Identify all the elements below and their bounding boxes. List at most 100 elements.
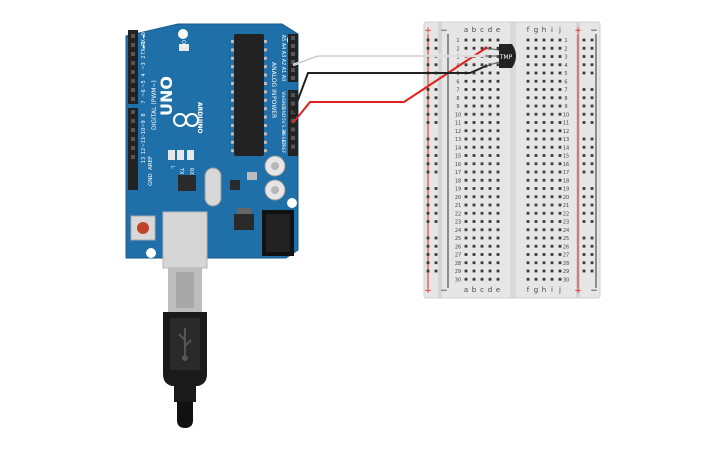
breadboard-hole[interactable] <box>488 236 492 240</box>
breadboard-hole[interactable] <box>488 129 492 133</box>
breadboard-hole[interactable] <box>480 170 484 174</box>
breadboard-hole[interactable] <box>464 137 468 141</box>
breadboard-hole[interactable] <box>550 203 554 207</box>
breadboard-hole[interactable] <box>480 46 484 50</box>
breadboard-hole[interactable] <box>488 261 492 265</box>
rail-hole[interactable] <box>582 104 586 108</box>
breadboard-hole[interactable] <box>550 55 554 58</box>
breadboard-hole[interactable] <box>542 203 546 207</box>
breadboard-hole[interactable] <box>480 220 484 223</box>
breadboard-hole[interactable] <box>542 187 546 190</box>
digital-pin-socket[interactable] <box>131 52 135 56</box>
rail-hole[interactable] <box>590 170 594 174</box>
rail-hole[interactable] <box>426 211 430 215</box>
breadboard-hole[interactable] <box>472 228 476 232</box>
rail-hole[interactable] <box>590 211 594 215</box>
rail-hole[interactable] <box>590 195 594 199</box>
rail-hole[interactable] <box>590 63 594 67</box>
breadboard-hole[interactable] <box>488 244 492 248</box>
breadboard-hole[interactable] <box>550 38 554 42</box>
rail-hole[interactable] <box>590 269 594 273</box>
breadboard-hole[interactable] <box>464 79 468 83</box>
rail-hole[interactable] <box>582 46 586 50</box>
rail-hole[interactable] <box>590 88 594 91</box>
breadboard-hole[interactable] <box>558 269 562 273</box>
breadboard-hole[interactable] <box>496 253 500 256</box>
breadboard-hole[interactable] <box>472 187 476 190</box>
digital-pin-socket[interactable] <box>131 70 135 74</box>
breadboard-hole[interactable] <box>464 121 468 124</box>
breadboard-hole[interactable] <box>464 88 468 91</box>
analog-pin-socket[interactable] <box>291 76 295 80</box>
breadboard-hole[interactable] <box>558 55 562 58</box>
breadboard-hole[interactable] <box>496 203 500 207</box>
breadboard-hole[interactable] <box>542 228 546 232</box>
breadboard-hole[interactable] <box>496 211 500 215</box>
breadboard-hole[interactable] <box>558 244 562 248</box>
breadboard-hole[interactable] <box>558 162 562 166</box>
breadboard-hole[interactable] <box>558 203 562 207</box>
breadboard-hole[interactable] <box>480 187 484 190</box>
rail-hole[interactable] <box>426 253 430 256</box>
breadboard-hole[interactable] <box>558 228 562 232</box>
breadboard-hole[interactable] <box>550 253 554 256</box>
digital-pin-socket[interactable] <box>131 110 135 114</box>
rail-hole[interactable] <box>590 104 594 108</box>
breadboard-hole[interactable] <box>550 269 554 273</box>
breadboard-hole[interactable] <box>464 38 468 42</box>
breadboard-hole[interactable] <box>526 261 530 265</box>
rail-hole[interactable] <box>582 236 586 240</box>
breadboard-hole[interactable] <box>496 63 500 67</box>
rail-hole[interactable] <box>582 170 586 174</box>
breadboard-hole[interactable] <box>496 145 500 149</box>
power-pin-socket[interactable] <box>291 127 295 132</box>
breadboard-hole[interactable] <box>542 129 546 133</box>
breadboard-hole[interactable] <box>550 220 554 223</box>
rail-hole[interactable] <box>426 195 430 199</box>
breadboard-hole[interactable] <box>534 170 538 174</box>
breadboard-hole[interactable] <box>542 71 546 75</box>
atmega-chip[interactable] <box>234 34 264 156</box>
rail-hole[interactable] <box>582 220 586 223</box>
breadboard-holes[interactable] <box>426 38 594 281</box>
breadboard-hole[interactable] <box>472 129 476 133</box>
breadboard-hole[interactable] <box>550 46 554 50</box>
breadboard-hole[interactable] <box>472 162 476 166</box>
breadboard-hole[interactable] <box>526 104 530 108</box>
rail-hole[interactable] <box>426 244 430 248</box>
breadboard-hole[interactable] <box>526 63 530 67</box>
breadboard-hole[interactable] <box>534 228 538 232</box>
breadboard-hole[interactable] <box>496 96 500 100</box>
breadboard-hole[interactable] <box>488 96 492 100</box>
rail-hole[interactable] <box>582 63 586 67</box>
breadboard-hole[interactable] <box>558 137 562 141</box>
breadboard-hole[interactable] <box>542 104 546 108</box>
breadboard-hole[interactable] <box>526 145 530 149</box>
breadboard-hole[interactable] <box>534 269 538 273</box>
rail-hole[interactable] <box>582 187 586 190</box>
breadboard-hole[interactable] <box>496 121 500 124</box>
breadboard-hole[interactable] <box>480 162 484 166</box>
breadboard-hole[interactable] <box>534 145 538 149</box>
breadboard-hole[interactable] <box>534 112 538 116</box>
breadboard-hole[interactable] <box>542 63 546 67</box>
breadboard-hole[interactable] <box>480 79 484 83</box>
digital-pin-socket[interactable] <box>131 88 135 92</box>
breadboard-hole[interactable] <box>526 269 530 273</box>
breadboard-hole[interactable] <box>488 203 492 207</box>
breadboard-hole[interactable] <box>488 277 492 281</box>
digital-pin-socket[interactable] <box>131 146 135 150</box>
breadboard-hole[interactable] <box>472 137 476 141</box>
rail-hole[interactable] <box>582 137 586 141</box>
breadboard-hole[interactable] <box>542 269 546 273</box>
rail-hole[interactable] <box>426 220 430 223</box>
breadboard-hole[interactable] <box>472 79 476 83</box>
breadboard-hole[interactable] <box>558 170 562 174</box>
breadboard-hole[interactable] <box>558 154 562 157</box>
rail-hole[interactable] <box>582 112 586 116</box>
breadboard-hole[interactable] <box>480 195 484 199</box>
rail-hole[interactable] <box>426 236 430 240</box>
rail-hole[interactable] <box>582 88 586 91</box>
